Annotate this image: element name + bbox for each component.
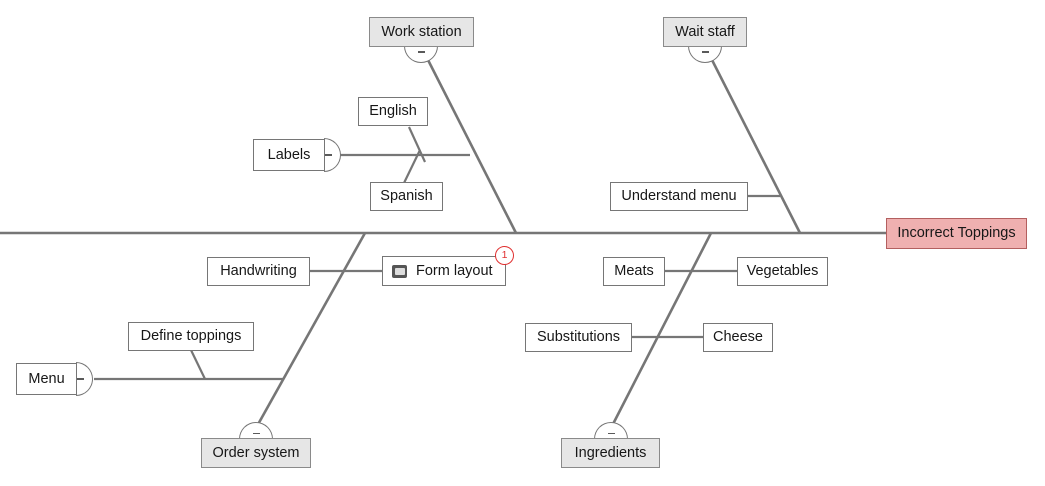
- cause-node-handwriting[interactable]: Handwriting: [207, 257, 310, 286]
- cause-node-labels[interactable]: Labels: [253, 139, 325, 171]
- branch-define-toppings: [189, 347, 206, 380]
- cause-label-spanish: Spanish: [380, 188, 433, 205]
- category-label-wait-staff: Wait staff: [675, 23, 735, 40]
- category-node-work-station[interactable]: Work station: [369, 17, 474, 47]
- branch-english: [407, 126, 427, 163]
- rib-ingredients: [609, 232, 713, 429]
- cause-node-meats[interactable]: Meats: [603, 257, 665, 286]
- cause-node-substitutions[interactable]: Substitutions: [525, 323, 632, 352]
- category-label-menu: Menu: [28, 370, 65, 387]
- category-node-menu[interactable]: Menu: [16, 363, 77, 395]
- badge-count: 1: [501, 249, 508, 262]
- category-node-ingredients[interactable]: Ingredients: [561, 438, 660, 468]
- minus-icon: [252, 432, 260, 434]
- cause-label-substitutions: Substitutions: [536, 329, 621, 346]
- cause-label-understand-menu: Understand menu: [621, 188, 737, 205]
- cause-node-spanish[interactable]: Spanish: [370, 182, 443, 211]
- category-label-work-station: Work station: [381, 23, 462, 40]
- minus-icon: [325, 154, 332, 156]
- minus-icon: [417, 51, 425, 53]
- rib-wait-staff: [708, 55, 802, 234]
- cause-label-vegetables: Vegetables: [746, 263, 819, 280]
- effect-label: Incorrect Toppings: [897, 225, 1016, 242]
- cause-node-define-toppings[interactable]: Define toppings: [128, 322, 254, 351]
- comment-count-badge-form-layout[interactable]: 1: [495, 246, 514, 265]
- cause-label-handwriting: Handwriting: [220, 263, 297, 280]
- cause-node-cheese[interactable]: Cheese: [703, 323, 773, 352]
- minus-icon: [77, 378, 84, 380]
- cause-label-labels: Labels: [267, 146, 311, 163]
- cause-label-define-toppings: Define toppings: [140, 328, 242, 345]
- cause-label-meats: Meats: [614, 263, 654, 280]
- effect-node-incorrect-toppings[interactable]: Incorrect Toppings: [886, 218, 1027, 249]
- cause-node-vegetables[interactable]: Vegetables: [737, 257, 828, 286]
- branch-spanish: [403, 149, 421, 184]
- rib-order-system: [254, 232, 367, 429]
- category-node-wait-staff[interactable]: Wait staff: [663, 17, 747, 47]
- cause-label-cheese: Cheese: [713, 329, 763, 346]
- cause-label-english: English: [369, 103, 417, 120]
- cause-node-english[interactable]: English: [358, 97, 428, 126]
- minus-icon: [607, 432, 615, 434]
- minus-icon: [701, 51, 709, 53]
- cause-node-understand-menu[interactable]: Understand menu: [610, 182, 748, 211]
- cause-label-form-layout: Form layout: [416, 262, 493, 279]
- category-node-order-system[interactable]: Order system: [201, 438, 311, 468]
- cause-node-form-layout[interactable]: Form layout: [382, 256, 506, 286]
- note-icon: [392, 264, 407, 278]
- category-label-order-system: Order system: [212, 444, 300, 461]
- rib-work-station: [424, 55, 518, 234]
- category-label-ingredients: Ingredients: [574, 444, 647, 461]
